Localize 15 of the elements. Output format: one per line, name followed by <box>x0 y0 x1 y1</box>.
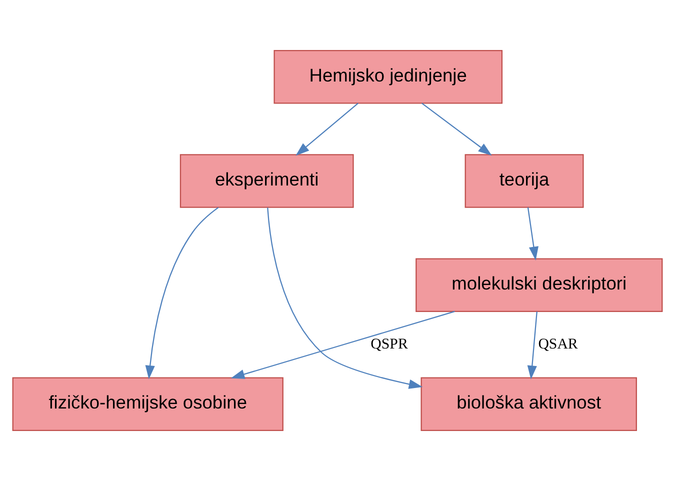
arrow <box>527 206 538 260</box>
edge-label: QSAR <box>538 336 578 352</box>
node-box: fizičko-hemijske osobine <box>12 376 284 430</box>
arrow <box>267 207 423 388</box>
node-box: teorija <box>464 154 584 208</box>
arrow <box>230 310 455 378</box>
arrow <box>527 311 538 379</box>
node-box: molekulski deskriptori <box>416 258 663 312</box>
node-box: Hemijsko jedinjenje <box>274 50 503 104</box>
node-box: eksperimenti <box>180 154 354 208</box>
edge-label: QSPR <box>370 336 408 352</box>
node-box: biološka aktivnost <box>420 376 637 430</box>
arrow <box>145 206 219 379</box>
arrow <box>296 102 359 156</box>
arrow <box>421 102 492 156</box>
